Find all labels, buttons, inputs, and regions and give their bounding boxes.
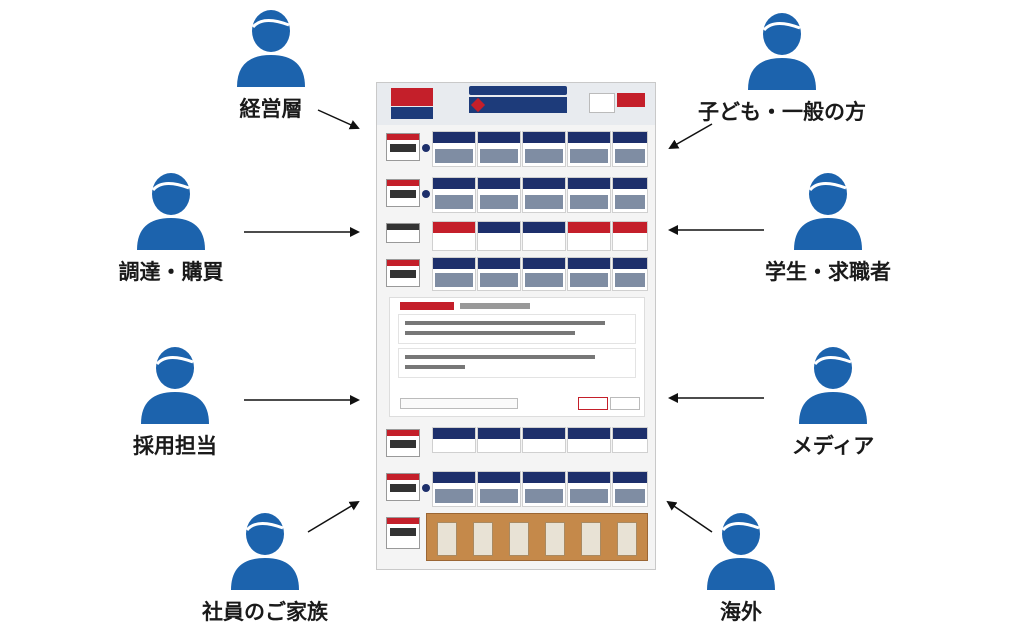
booth-card [477, 257, 521, 291]
persona-label: 採用担当 [133, 434, 217, 458]
booth-card [432, 131, 476, 167]
reset-button [610, 397, 640, 410]
booth-row-4 [377, 255, 655, 293]
booth-card [612, 257, 648, 291]
booth-card [567, 471, 611, 507]
person-icon [799, 347, 867, 424]
site-logo [469, 97, 567, 113]
booth-row-3 [377, 219, 655, 253]
booth-card [522, 471, 566, 507]
persona-label: 社員のご家族 [202, 600, 328, 624]
catalog-book [581, 522, 601, 556]
arrow-executives [317, 109, 360, 130]
person-icon [137, 173, 205, 250]
booth-card [432, 427, 476, 453]
persona-overseas: 海外 [671, 508, 811, 626]
expo-badge [391, 88, 433, 106]
persona-students-jobseekers: 学生・求職者 [758, 168, 898, 286]
persona-label: 調達・購買 [118, 260, 224, 284]
row-sign [386, 179, 420, 207]
booth-row-1 [377, 129, 655, 169]
search-panel [389, 297, 645, 417]
persona-label: 子ども・一般の方 [698, 100, 866, 124]
booth-card [567, 221, 611, 251]
booth-card [612, 131, 648, 167]
booth-card [612, 221, 648, 251]
booth-card [477, 131, 521, 167]
person-icon [141, 347, 209, 424]
person-icon [794, 173, 862, 250]
header-link [589, 93, 615, 113]
site-tagline [469, 86, 567, 95]
booth-card [477, 221, 521, 251]
filter-group-exhibit [398, 348, 636, 378]
catalog-book [545, 522, 565, 556]
catalog-book [509, 522, 529, 556]
persona-executives: 経営層 [201, 5, 341, 123]
row-sign [386, 473, 420, 501]
booth-card [612, 427, 648, 453]
arrow-children-public [668, 123, 713, 149]
booth-card [567, 427, 611, 453]
persona-procurement: 調達・購買 [101, 168, 241, 286]
exhibitor-count-tag [391, 107, 433, 119]
booth-row-2 [377, 175, 655, 215]
arrow-employee-family [307, 500, 360, 533]
persona-label: 経営層 [239, 97, 303, 121]
booth-card [477, 471, 521, 507]
search-heading [400, 302, 454, 310]
filter-group-technology [398, 314, 636, 344]
catalog-book [617, 522, 637, 556]
booth-card [432, 177, 476, 213]
persona-label: メディア [791, 434, 875, 458]
booth-card [522, 131, 566, 167]
arrow-overseas [666, 500, 713, 533]
person-icon [748, 13, 816, 90]
english-button [617, 93, 645, 107]
booth-row-7-sign [377, 513, 655, 553]
booth-card [432, 257, 476, 291]
booth-card [432, 221, 476, 251]
booth-card [522, 221, 566, 251]
row-sign [386, 223, 420, 243]
digital-catalog-shelf [426, 513, 648, 561]
person-icon [707, 513, 775, 590]
carousel-prev-icon [422, 144, 430, 152]
booth-card [567, 131, 611, 167]
search-button [578, 397, 608, 410]
booth-row-6 [377, 469, 655, 509]
catalog-book [437, 522, 457, 556]
persona-media: メディア [763, 342, 903, 460]
carousel-prev-icon [422, 190, 430, 198]
row-sign [386, 429, 420, 457]
booth-card [477, 177, 521, 213]
persona-recruiting: 採用担当 [105, 342, 245, 460]
persona-label: 海外 [720, 600, 762, 624]
booth-card [567, 177, 611, 213]
person-icon [231, 513, 299, 590]
booth-card [612, 177, 648, 213]
website-screenshot [376, 82, 656, 570]
booth-card [612, 471, 648, 507]
carousel-prev-icon [422, 484, 430, 492]
row-sign [386, 517, 420, 549]
row-sign [386, 133, 420, 161]
booth-card [567, 257, 611, 291]
booth-card [522, 257, 566, 291]
booth-card [432, 471, 476, 507]
booth-card [522, 427, 566, 453]
booth-card [477, 427, 521, 453]
persona-label: 学生・求職者 [765, 260, 891, 284]
booth-card [522, 177, 566, 213]
person-icon [237, 10, 305, 87]
persona-children-public: 子ども・一般の方 [697, 8, 867, 126]
search-subheading [460, 303, 530, 309]
catalog-book [473, 522, 493, 556]
site-header [377, 83, 655, 125]
keyword-input [400, 398, 518, 409]
persona-employee-family: 社員のご家族 [195, 508, 335, 626]
row-sign [386, 259, 420, 287]
booth-row-5 [377, 425, 655, 465]
